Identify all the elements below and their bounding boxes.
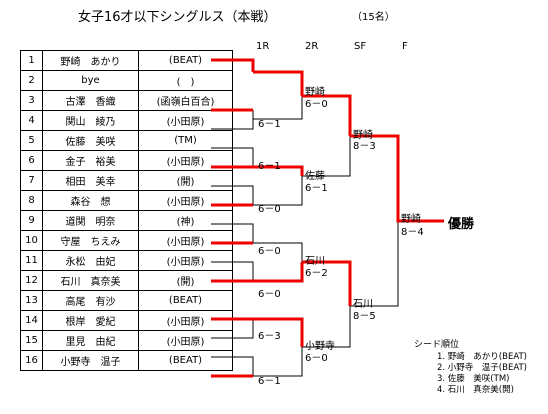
r2-m2-winner bbox=[253, 165, 304, 176]
r2-m3-winner bbox=[253, 262, 304, 283]
r1-score: 6－0 bbox=[258, 289, 281, 300]
seed-list-item: 3. 佐藤 美咲(TM) bbox=[437, 374, 510, 384]
player-club: (小田原) bbox=[138, 150, 233, 171]
r2-m1-winner bbox=[253, 70, 304, 96]
page-title: 女子16才以下シングルス（本戦） bbox=[78, 10, 277, 25]
r1-m4-loser bbox=[211, 185, 254, 205]
seed-list-item: 2. 小野寺 温子(BEAT) bbox=[437, 363, 527, 373]
final-winner-name: 野崎 bbox=[401, 214, 421, 225]
winners-layer bbox=[211, 58, 444, 378]
r2-score: 6－1 bbox=[305, 183, 328, 194]
r2-winner-name: 石川 bbox=[305, 256, 325, 267]
r1-m7-loser bbox=[211, 319, 254, 339]
player-club: (BEAT) bbox=[138, 350, 233, 371]
r2-m4-winner bbox=[253, 317, 304, 347]
r1-score: 6－0 bbox=[258, 204, 281, 215]
player-name: 小野寺 温子 bbox=[42, 350, 139, 371]
r2-m1-loser bbox=[253, 96, 303, 120]
seed-list-title: シード順位 bbox=[414, 340, 460, 350]
r1-score: 6－1 bbox=[258, 376, 281, 387]
r2-score: 6－0 bbox=[305, 353, 328, 364]
r1-score: 6－1 bbox=[258, 161, 281, 172]
round-header-1r: 1R bbox=[256, 41, 270, 52]
r1-m8-loser bbox=[211, 356, 254, 376]
final-score: 8－4 bbox=[401, 227, 424, 238]
r1-score: 6－3 bbox=[258, 331, 281, 342]
r1-score: 6－1 bbox=[258, 119, 281, 130]
r2-winner-name: 小野寺 bbox=[305, 341, 335, 352]
round-header-sf: SF bbox=[354, 41, 367, 52]
sf-m2-winner bbox=[302, 260, 352, 306]
r2-winner-name: 野崎 bbox=[305, 87, 325, 98]
r1-m3-loser bbox=[211, 147, 254, 167]
r1-score: 6－0 bbox=[258, 246, 281, 257]
sf-score: 8－3 bbox=[353, 141, 376, 152]
entry-count: （15名） bbox=[352, 12, 395, 23]
r2-score: 6－2 bbox=[305, 268, 328, 279]
round-header-2r: 2R bbox=[305, 41, 319, 52]
r2-m2-loser bbox=[253, 176, 303, 206]
r2-m4-loser bbox=[253, 347, 303, 377]
sf-m1-winner bbox=[302, 94, 352, 136]
r2-m3-loser bbox=[253, 242, 303, 262]
round-header-f: F bbox=[402, 41, 408, 52]
r2-score: 6－0 bbox=[305, 99, 328, 110]
f-loser bbox=[350, 221, 399, 307]
r1-m5-loser bbox=[211, 223, 254, 243]
sf-score: 8－5 bbox=[353, 311, 376, 322]
sf-winner-name: 野崎 bbox=[353, 130, 373, 141]
seed-list-item: 4. 石川 真奈美(開) bbox=[437, 385, 514, 395]
r2-winner-name: 佐藤 bbox=[305, 171, 325, 182]
sf-m2-loser bbox=[302, 306, 351, 348]
champion-label: 優勝 bbox=[448, 217, 475, 232]
sf-m1-loser bbox=[302, 136, 351, 177]
r1-m2-loser bbox=[211, 110, 254, 130]
losers-layer bbox=[211, 96, 399, 377]
sf-winner-name: 石川 bbox=[353, 299, 373, 310]
f-winner bbox=[350, 134, 444, 223]
r1-m6-loser bbox=[211, 261, 254, 281]
r1-m1-winner bbox=[211, 58, 255, 72]
seed-list-item: 1. 野崎 あかり(BEAT) bbox=[437, 352, 527, 362]
